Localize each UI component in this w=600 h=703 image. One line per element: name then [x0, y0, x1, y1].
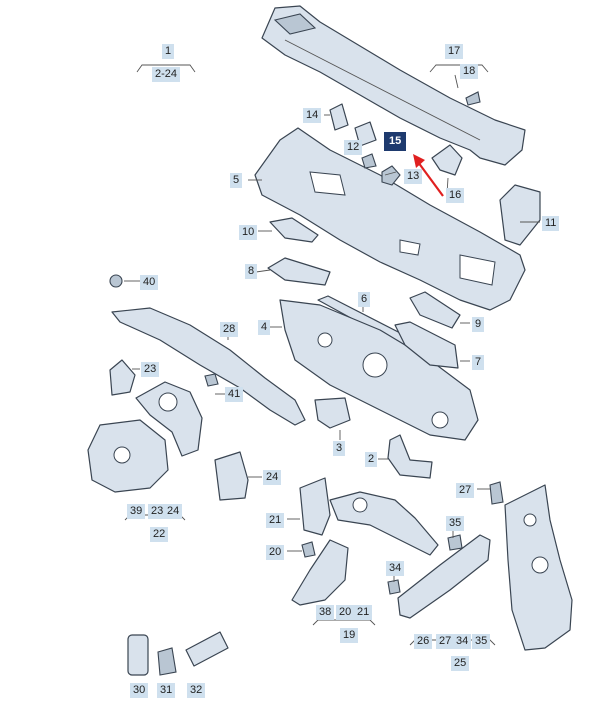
part-plug-35 [447, 534, 463, 551]
part-bracket-8 [267, 257, 331, 286]
part-plenum-cover [261, 5, 526, 166]
label-part-4[interactable]: 4 [258, 320, 271, 335]
part-bracket-11 [499, 184, 541, 246]
label-part-3[interactable]: 3 [333, 441, 346, 456]
label-part-35[interactable]: 35 [446, 516, 465, 531]
label-part-38[interactable]: 38 [316, 605, 335, 620]
label-part-30[interactable]: 30 [130, 683, 149, 698]
label-part-13[interactable]: 13 [404, 169, 423, 184]
label-part-23[interactable]: 23 [141, 362, 160, 377]
part-clip-12 [361, 153, 377, 169]
label-part-7[interactable]: 7 [472, 355, 485, 370]
label-part-32[interactable]: 32 [187, 683, 206, 698]
label-part-17[interactable]: 17 [445, 44, 464, 59]
part-bracket-9 [409, 291, 461, 329]
part-strut-tower [329, 491, 439, 556]
label-part-24[interactable]: 24 [263, 470, 282, 485]
label-part-21b[interactable]: 21 [354, 605, 373, 620]
part-bracket-27 [489, 481, 504, 505]
label-part-6[interactable]: 6 [358, 292, 371, 307]
label-part-20b[interactable]: 20 [336, 605, 355, 620]
part-clip-18 [465, 91, 481, 106]
label-part-22[interactable]: 22 [150, 527, 169, 542]
part-rail-26 [397, 534, 491, 619]
label-range-2-24[interactable]: 2-24 [152, 67, 181, 82]
label-part-27[interactable]: 27 [456, 483, 475, 498]
label-part-24b[interactable]: 24 [164, 504, 183, 519]
part-panel-38 [291, 539, 349, 606]
label-part-26[interactable]: 26 [414, 634, 433, 649]
label-part-31[interactable]: 31 [157, 683, 176, 698]
part-strut-28 [111, 307, 306, 426]
label-part-34[interactable]: 34 [386, 561, 405, 576]
label-part-12[interactable]: 12 [344, 140, 363, 155]
label-part-18[interactable]: 18 [460, 64, 479, 79]
part-grommet-31 [157, 647, 177, 676]
part-bracket-14 [329, 103, 349, 131]
part-clip-34 [387, 579, 401, 595]
label-part-21[interactable]: 21 [266, 513, 285, 528]
label-part-41[interactable]: 41 [225, 387, 244, 402]
part-bracket-7 [394, 321, 459, 369]
label-part-34b[interactable]: 34 [453, 634, 472, 649]
label-part-27b[interactable]: 27 [436, 634, 455, 649]
part-bolt-41 [204, 373, 219, 387]
label-part-9[interactable]: 9 [472, 317, 485, 332]
label-part-1[interactable]: 1 [162, 44, 175, 59]
label-part-19[interactable]: 19 [340, 628, 359, 643]
part-bracket-10 [269, 217, 319, 243]
part-clip-13 [381, 165, 401, 186]
part-buffer-30 [127, 634, 149, 676]
label-part-2[interactable]: 2 [365, 452, 378, 467]
label-part-20[interactable]: 20 [266, 545, 285, 560]
label-part-11[interactable]: 11 [542, 216, 560, 231]
label-part-23b[interactable]: 23 [148, 504, 167, 519]
part-clip-20 [301, 541, 316, 558]
label-part-25[interactable]: 25 [451, 656, 470, 671]
label-part-39[interactable]: 39 [127, 504, 146, 519]
label-part-40[interactable]: 40 [140, 275, 159, 290]
label-part-14[interactable]: 14 [303, 108, 322, 123]
label-part-15-highlighted[interactable]: 15 [384, 132, 407, 151]
label-part-5[interactable]: 5 [230, 173, 243, 188]
label-part-8[interactable]: 8 [245, 264, 258, 279]
part-panel-24 [214, 451, 249, 501]
part-pad-32 [185, 631, 229, 667]
label-part-16[interactable]: 16 [446, 188, 465, 203]
part-bracket-16 [431, 144, 463, 176]
part-nut-40 [109, 274, 123, 288]
part-bracket-23 [109, 359, 136, 396]
label-part-35b[interactable]: 35 [472, 634, 491, 649]
label-part-28[interactable]: 28 [220, 322, 239, 337]
part-bracket-2 [387, 434, 433, 479]
part-panel-21 [299, 477, 331, 536]
label-part-10[interactable]: 10 [239, 225, 258, 240]
part-panel-3 [314, 397, 351, 429]
